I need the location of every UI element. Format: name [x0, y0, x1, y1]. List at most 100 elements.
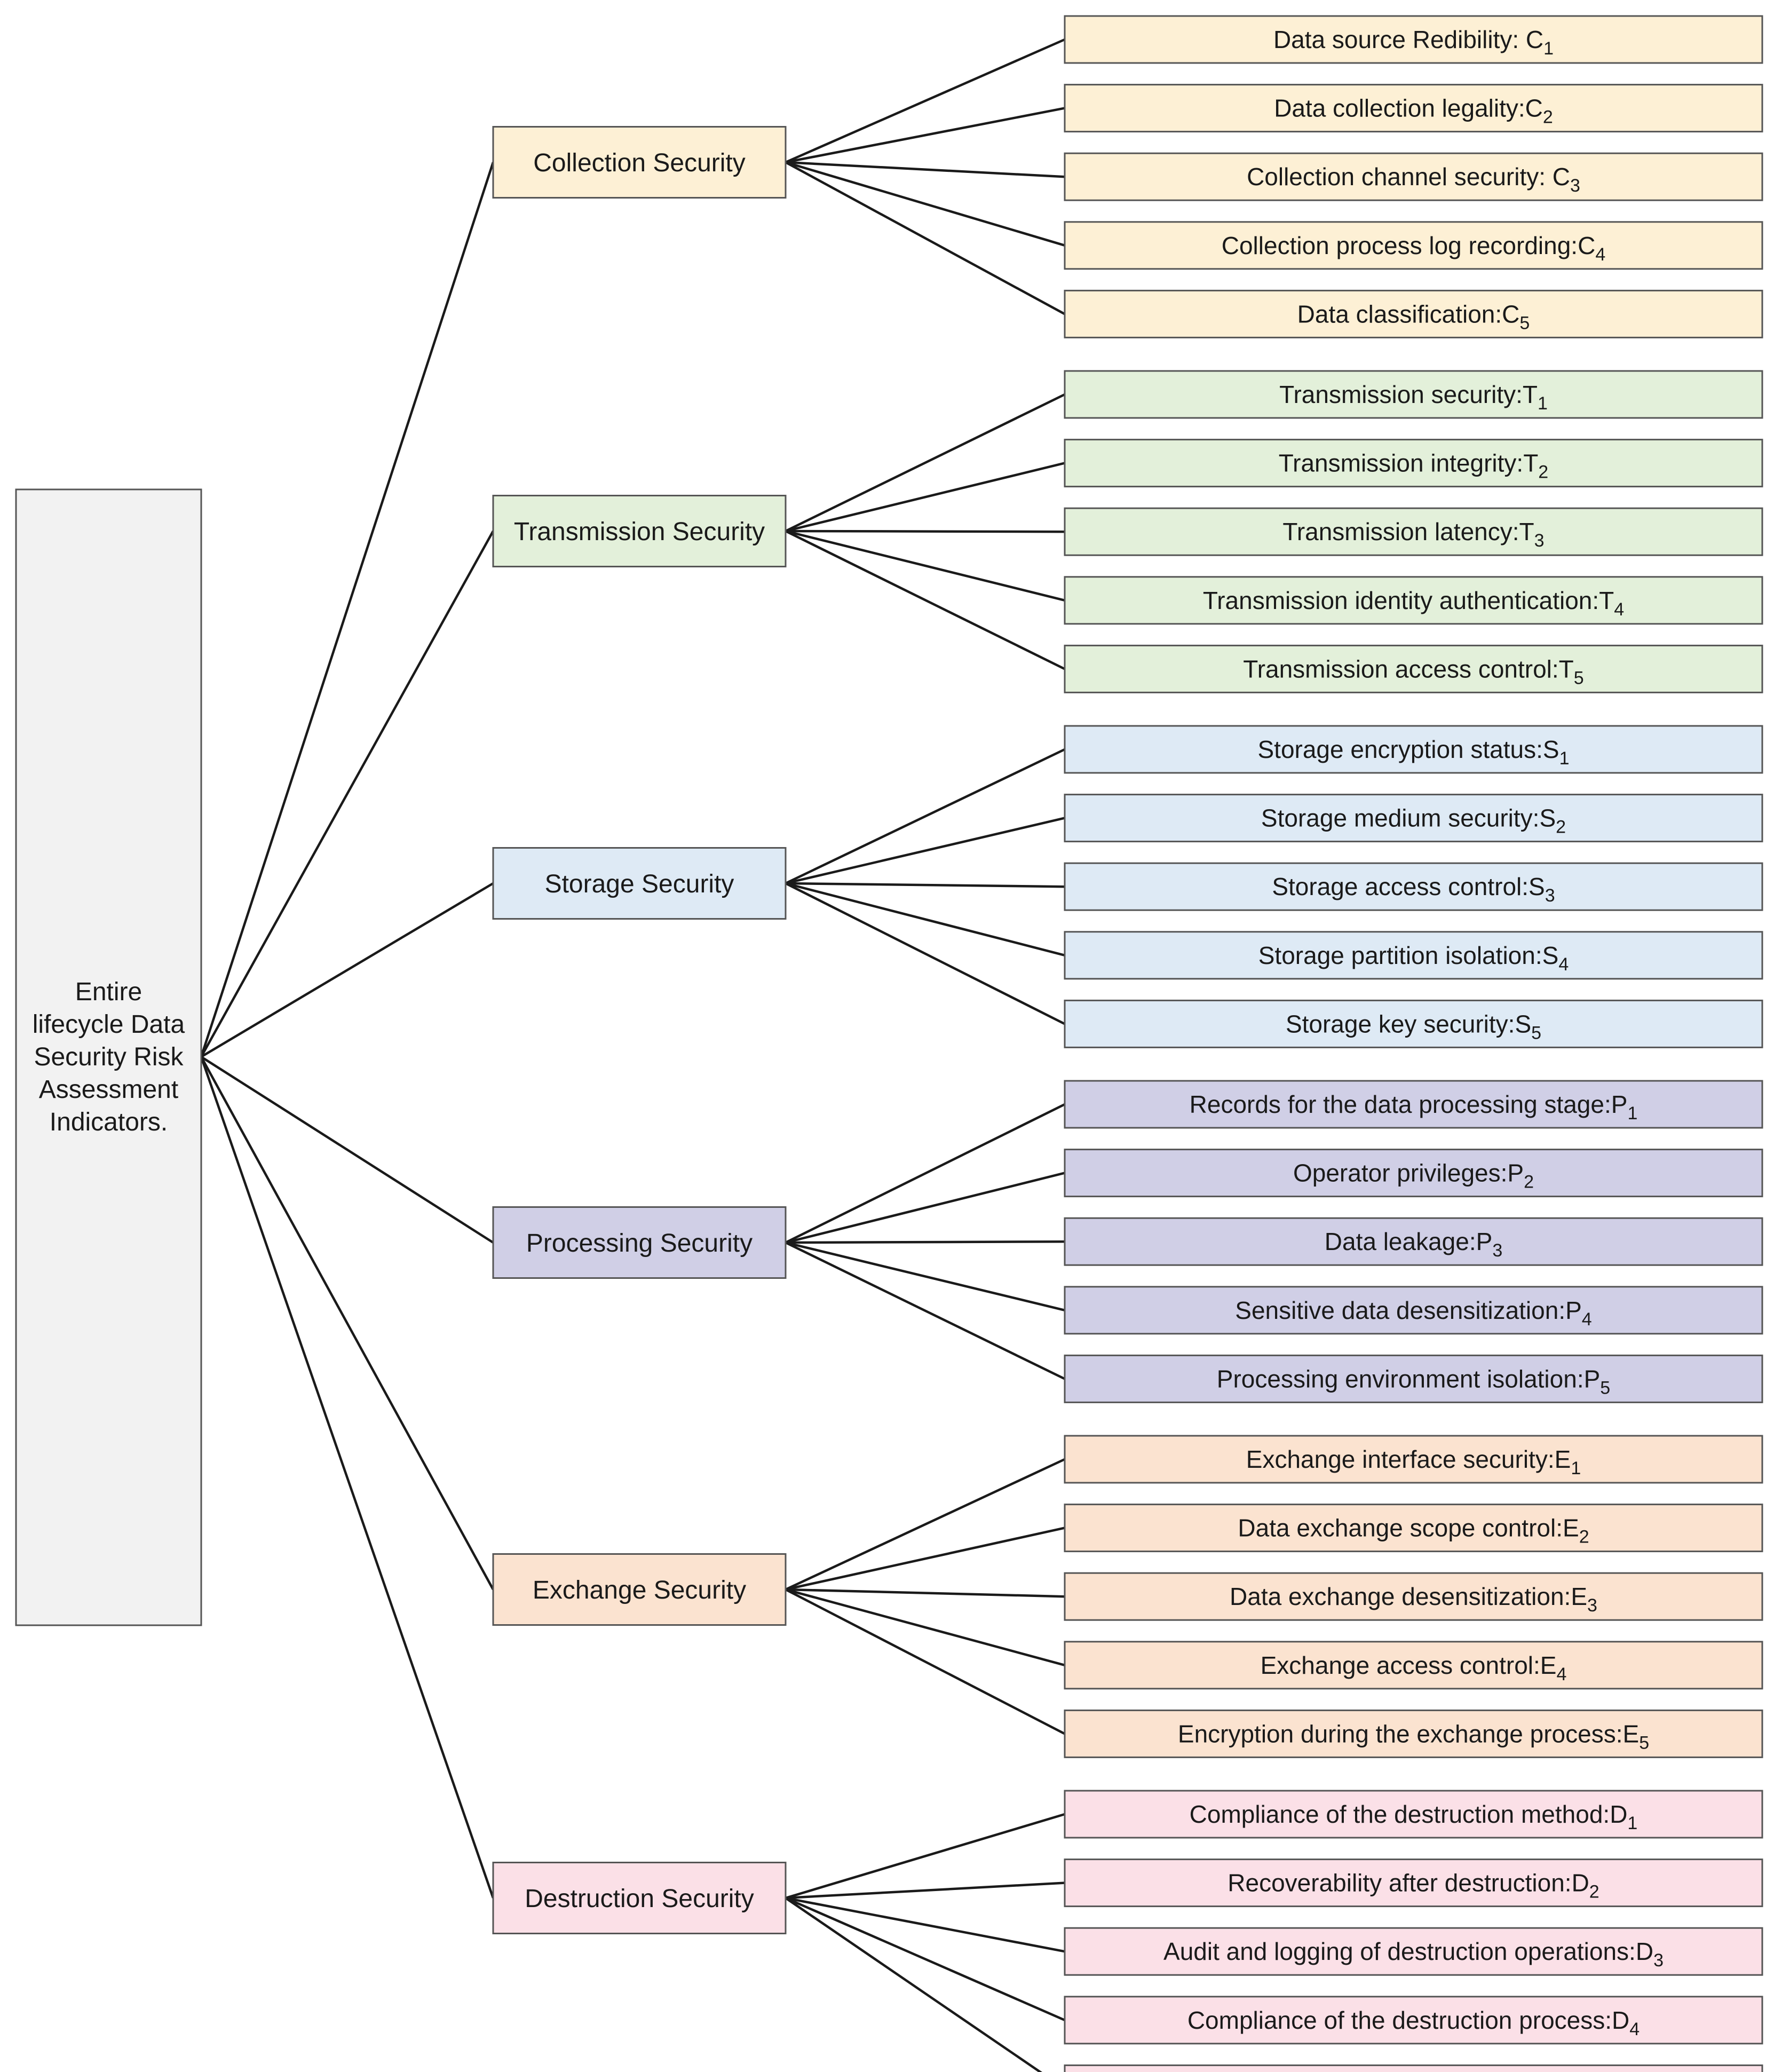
indicator-box [1064, 1790, 1763, 1839]
indicator-text: Recoverability after destruction:D [1228, 1869, 1589, 1897]
indicator-label: Operator privileges:P2 [1293, 1159, 1534, 1192]
indicator-label: Storage encryption status:S1 [1257, 736, 1569, 769]
category-box [492, 847, 787, 920]
indicator-label: Data classification:C5 [1297, 300, 1530, 333]
indicator-text: Storage medium security:S [1261, 804, 1556, 832]
indicator-node: Storage partition isolation:S4 [1064, 931, 1763, 980]
edge-transmission-security-to-indicator [785, 393, 1065, 533]
indicator-box [1064, 1080, 1763, 1129]
indicator-subscript: 5 [1639, 1733, 1649, 1753]
edge-collection-security-to-indicator [785, 161, 1066, 315]
edge-processing-security-to-indicator [785, 1240, 1065, 1244]
indicator-box [1064, 1435, 1763, 1484]
edge-exchange-security-to-indicator [785, 1588, 1066, 1735]
edge-exchange-security-to-indicator [785, 1527, 1065, 1591]
indicator-box [1064, 1859, 1763, 1908]
indicator-text: Data exchange scope control:E [1238, 1514, 1579, 1542]
indicator-label: Encryption during the exchange process:E… [1178, 1720, 1649, 1753]
indicator-box [1064, 931, 1763, 980]
indicator-subscript: 4 [1614, 599, 1624, 620]
indicator-label: Audit and logging of destruction operati… [1163, 1937, 1664, 1971]
indicator-subscript: 4 [1595, 244, 1605, 265]
edge-collection-security-to-indicator [785, 107, 1065, 164]
indicator-node: Storage key security:S5 [1064, 999, 1763, 1048]
indicator-node: Data exchange scope control:E2 [1064, 1504, 1763, 1553]
indicator-text: Data leakage:P [1325, 1228, 1493, 1255]
category-box [492, 1206, 787, 1279]
indicator-label: Processing environment isolation:P5 [1217, 1365, 1610, 1398]
indicator-text: Records for the data processing stage:P [1190, 1090, 1628, 1118]
edge-transmission-security-to-indicator [785, 529, 1065, 602]
indicator-text: Transmission security:T [1279, 381, 1538, 408]
indicator-text: Processing environment isolation:P [1217, 1365, 1600, 1393]
category-label: Destruction Security [525, 1885, 754, 1913]
category-box [492, 1553, 787, 1626]
indicator-node: Transmission identity authentication:T4 [1064, 576, 1763, 625]
indicator-label: Storage access control:S3 [1272, 873, 1555, 906]
edge-root-to-transmission-security [200, 530, 494, 1058]
indicator-subscript: 2 [1543, 107, 1553, 128]
indicator-text: Transmission identity authentication:T [1203, 587, 1614, 614]
indicator-subscript: 5 [1600, 1378, 1610, 1398]
indicator-box [1064, 999, 1763, 1048]
indicator-label: Compliance of the destruction method:D1 [1190, 1800, 1638, 1833]
indicator-node: Storage access control:S3 [1064, 862, 1763, 911]
indicator-label: Transmission integrity:T2 [1279, 449, 1548, 483]
edge-destruction-security-to-indicator [785, 1897, 1043, 2072]
indicator-box [1064, 370, 1763, 419]
indicator-label: Storage key security:S5 [1286, 1010, 1541, 1043]
indicator-box [1064, 1149, 1763, 1198]
indicator-box [1064, 439, 1763, 488]
indicator-box [1064, 1217, 1763, 1266]
indicator-subscript: 3 [1534, 531, 1545, 551]
indicator-node: Records for the data processing stage:P1 [1064, 1080, 1763, 1129]
indicator-text: Storage key security:S [1286, 1010, 1531, 1038]
indicator-label: Recoverability after destruction:D2 [1228, 1869, 1599, 1902]
indicator-box [1064, 1572, 1763, 1621]
indicator-text: Audit and logging of destruction operati… [1163, 1937, 1653, 1965]
category-label: Collection Security [533, 149, 746, 177]
category-node-destruction-security: Destruction Security [492, 1862, 787, 1934]
indicator-text: Exchange interface security:E [1246, 1445, 1571, 1473]
root-label-line: Entire [75, 978, 142, 1006]
indicator-box [1064, 576, 1763, 625]
edge-root-to-destruction-security [200, 1056, 495, 1899]
root-label-line: Assessment [39, 1075, 178, 1104]
indicator-box [1064, 221, 1763, 270]
indicator-subscript: 3 [1587, 1595, 1597, 1616]
indicator-subscript: 1 [1538, 393, 1548, 414]
indicator-text: Collection channel security: C [1247, 163, 1570, 191]
indicator-label: Transmission security:T1 [1279, 381, 1548, 414]
category-node-collection-security: Collection Security [492, 126, 787, 199]
indicator-subscript: 1 [1627, 1813, 1637, 1833]
indicator-box [1064, 725, 1763, 774]
indicator-label: Data collection legality:C2 [1274, 94, 1553, 128]
indicator-box [1064, 1927, 1763, 1976]
root-label-line: lifecycle Data [33, 1010, 185, 1039]
indicator-box [1064, 507, 1763, 556]
indicator-node: Exchange interface security:E1 [1064, 1435, 1763, 1484]
indicator-text: Exchange access control:E [1261, 1651, 1557, 1679]
category-node-storage-security: Storage Security [492, 847, 787, 920]
edge-processing-security-to-indicator [785, 1241, 1065, 1380]
edge-root-to-storage-security [200, 882, 494, 1058]
indicator-text: Storage access control:S [1272, 873, 1545, 900]
root-node-box [15, 488, 202, 1626]
category-box [492, 126, 787, 199]
indicator-text: Data collection legality:C [1274, 94, 1543, 122]
indicator-subscript: 5 [1531, 1023, 1541, 1043]
indicator-label: Exchange interface security:E1 [1246, 1445, 1581, 1478]
indicator-node: Collection process log recording:C4 [1064, 221, 1763, 270]
indicator-node: Transmission integrity:T2 [1064, 439, 1763, 488]
indicator-text: Data classification:C [1297, 300, 1520, 328]
indicator-box [1064, 644, 1763, 693]
indicator-text: Data exchange desensitization:E [1230, 1583, 1587, 1610]
indicator-label: Transmission identity authentication:T4 [1203, 587, 1624, 620]
indicator-subscript: 2 [1589, 1882, 1599, 1902]
edge-destruction-security-to-indicator [785, 1896, 1065, 1953]
indicator-subscript: 5 [1574, 668, 1584, 688]
indicator-node: Storage encryption status:S1 [1064, 725, 1763, 774]
